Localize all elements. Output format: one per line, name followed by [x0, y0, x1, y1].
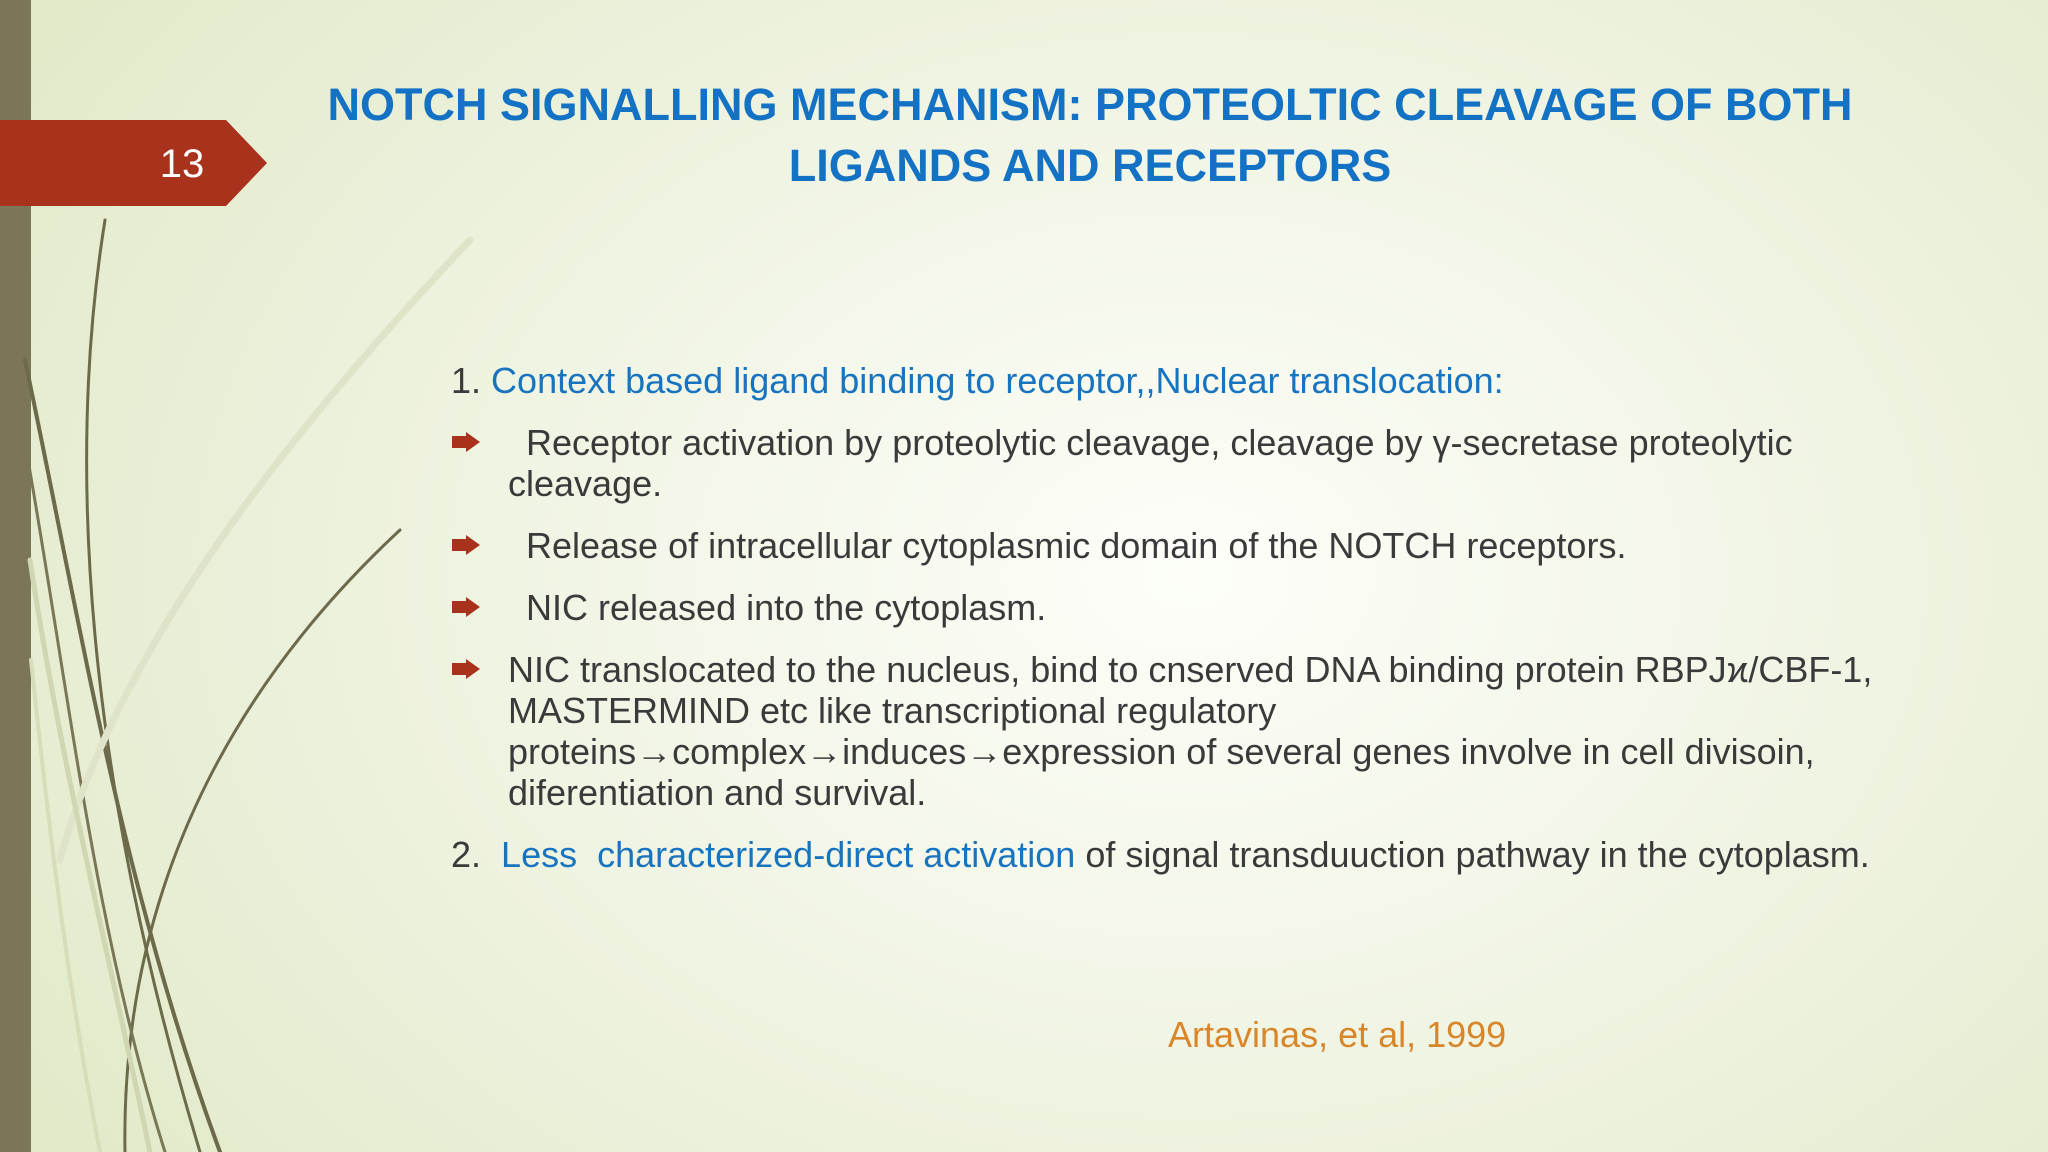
arrow-right-icon [452, 535, 480, 555]
bullet-text: Release of intracellular cytoplasmic dom… [526, 525, 1627, 566]
arrow-right-icon [452, 659, 480, 679]
decorative-grass-strokes [23, 218, 474, 1152]
bullet-item: NIC translocated to the nucleus, bind to… [451, 649, 1911, 813]
slide-title-line-2: LIGANDS AND RECEPTORS [788, 140, 1392, 191]
citation: Artavinas, et al, 1999 [1168, 1014, 1507, 1055]
slide-number: 13 [159, 142, 205, 186]
slide-number-tag [0, 120, 267, 206]
item-2: 2. Less characterized-direct activation … [451, 834, 1911, 875]
item-1-number: 1. [451, 360, 482, 401]
arrow-right-icon [452, 432, 480, 452]
bullet-item: Receptor activation by proteolytic cleav… [451, 422, 1911, 504]
item-2-number: 2. [451, 834, 482, 875]
item-2-highlight: Less characterized-direct activation [501, 834, 1076, 875]
item-1-heading: Context based ligand binding to receptor… [491, 360, 1504, 401]
bullet-item: NIC released into the cytoplasm. [451, 587, 1911, 628]
bullet-text: Receptor activation by proteolytic cleav… [508, 422, 1793, 504]
slide-title: NOTCH SIGNALLING MECHANISM: PROTEOLTIC C… [270, 74, 1910, 196]
item-2-text: of signal transduuction pathway in the c… [1085, 834, 1870, 875]
arrow-right-icon [452, 597, 480, 617]
slide-body: 1. Context based ligand binding to recep… [451, 360, 1911, 896]
bullet-text: NIC released into the cytoplasm. [526, 587, 1047, 628]
item-1: 1. Context based ligand binding to recep… [451, 360, 1911, 401]
bullet-text: NIC translocated to the nucleus, bind to… [508, 649, 1873, 813]
slide-title-line-1: NOTCH SIGNALLING MECHANISM: PROTEOLTIC C… [327, 79, 1853, 130]
bullet-item: Release of intracellular cytoplasmic dom… [451, 525, 1911, 566]
